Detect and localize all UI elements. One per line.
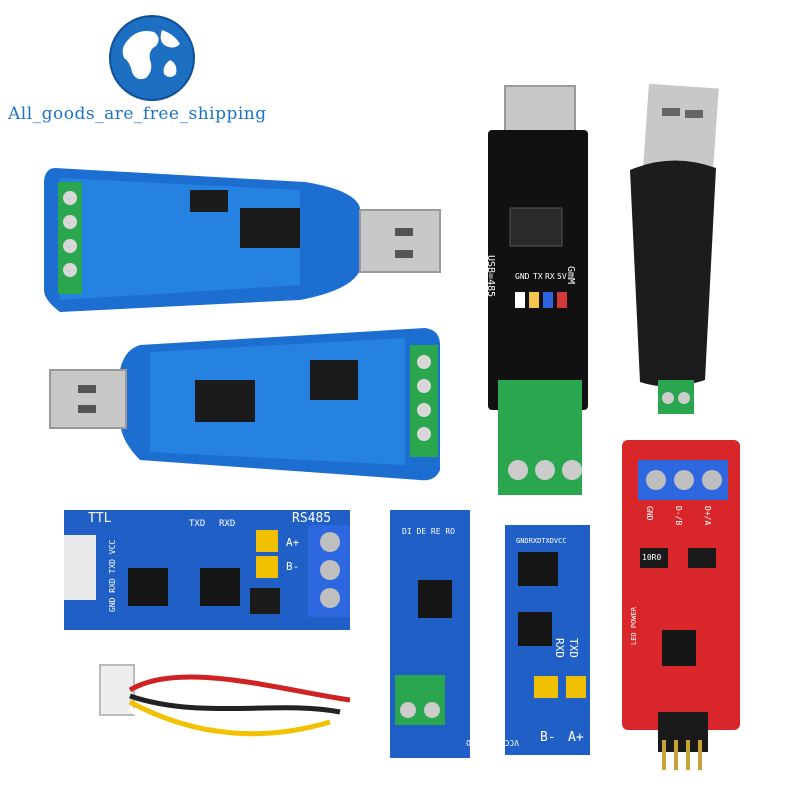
store-logo-caption: All_goods_are_free_shipping [8, 104, 267, 124]
ttl-module-top-pins: GNDRXDTXDVCC [516, 537, 567, 545]
max485-board [390, 510, 470, 758]
max485-top-pins: DI DE RE RO [402, 527, 455, 536]
red-gnd-label: GND [645, 506, 654, 521]
red-led-power-label: LED POWER [630, 607, 638, 645]
max485-bottom-pins: VCC B A GND [466, 738, 519, 747]
usb485-side-label: USB=485 [485, 255, 496, 298]
usb485-black-board [488, 85, 588, 495]
rxd-label: RXD [219, 519, 236, 529]
red-db-label: D-/B [674, 506, 683, 526]
usb485-pin-rx: RX [545, 272, 555, 281]
usb-dongle-black [630, 83, 719, 414]
ttl-rs485-board-blue [64, 510, 350, 630]
ttl-label: TTL [88, 511, 112, 526]
rs485-a-label: A+ [286, 536, 300, 549]
rs485-b-label: B- [286, 560, 300, 573]
globe-logo [109, 15, 195, 101]
ttl-module-board [505, 525, 590, 755]
dupont-cable [99, 664, 351, 753]
ttl-pin-labels: GND RXD TXD VCC [108, 539, 117, 612]
usb485-pin-gnd: GND [515, 272, 530, 281]
txd-label: TXD [189, 519, 206, 529]
usb485-pin-tx: TX [533, 272, 543, 281]
usb-rs485-adapter-blue-bottom [49, 328, 440, 481]
ttl-module-a: A+ [568, 730, 584, 745]
ttl-module-rxd: RXD [553, 638, 566, 658]
red-resistor-label: 10R0 [642, 553, 662, 562]
usb-rs485-adapter-blue-top [44, 168, 441, 312]
red-da-label: D+/A [703, 506, 712, 526]
red-rs485-module [622, 440, 740, 770]
rs485-label: RS485 [292, 511, 332, 526]
ttl-module-b: B- [540, 730, 556, 745]
ttl-module-txd: TXD [567, 638, 580, 658]
usb485-pin-5v: 5V [557, 272, 567, 281]
usb485-mark: GmM [565, 266, 576, 285]
